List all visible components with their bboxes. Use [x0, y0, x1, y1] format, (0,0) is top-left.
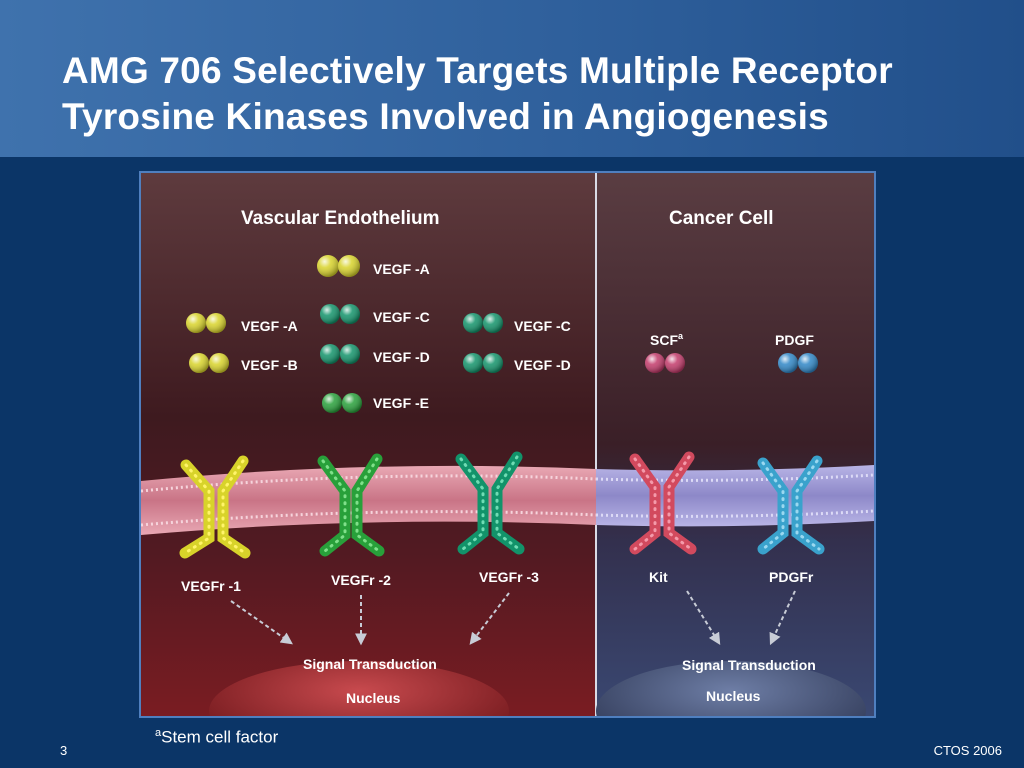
- vegf-c-right-label: VEGF -C: [514, 318, 571, 334]
- vegf-c-right-ligand-icon: [463, 313, 503, 333]
- vegf-d-right-label: VEGF -D: [514, 357, 571, 373]
- slide-title: AMG 706 Selectively Targets Multiple Rec…: [62, 48, 893, 140]
- vegf-d-center-ligand-icon: [320, 344, 360, 364]
- vegfr3-receptor-icon: [455, 451, 525, 555]
- signal-transduction-left-label: Signal Transduction: [303, 656, 437, 672]
- vegfr3-label: VEGFr -3: [479, 569, 539, 585]
- nucleus-left-shape: [209, 661, 509, 716]
- page-number: 3: [60, 743, 68, 758]
- cell-membrane-right: [595, 465, 874, 527]
- vegfr1-label: VEGFr -1: [181, 578, 241, 594]
- vegf-a-top-ligand-icon: [317, 255, 360, 277]
- vegf-b-left-label: VEGF -B: [241, 357, 298, 373]
- angiogenesis-diagram: Vascular Endothelium Cancer Cell VEGF -A…: [139, 171, 876, 718]
- signal-transduction-right-label: Signal Transduction: [682, 657, 816, 673]
- footnote-marker: a: [155, 727, 162, 739]
- slide-title-line2: Tyrosine Kinases Involved in Angiogenesi…: [62, 96, 829, 137]
- scf-ligand-icon: [645, 353, 685, 373]
- pdgf-ligand-icon: [778, 353, 818, 373]
- vegfr1-receptor-icon: [179, 455, 251, 559]
- kit-receptor-icon: [629, 451, 697, 555]
- vegf-a-left-label: VEGF -A: [241, 318, 298, 334]
- vegfr2-label: VEGFr -2: [331, 572, 391, 588]
- pdgfr-receptor-icon: [757, 455, 825, 555]
- footnote: aStem cell factor: [155, 727, 278, 748]
- nucleus-right-shape: [596, 661, 866, 716]
- vegf-a-left-ligand-icon: [186, 313, 226, 333]
- vegfr2-receptor-icon: [317, 453, 385, 557]
- kit-label: Kit: [649, 569, 668, 585]
- scf-footnote-marker: a: [678, 331, 684, 341]
- vegf-d-right-ligand-icon: [463, 353, 503, 373]
- slide-header: AMG 706 Selectively Targets Multiple Rec…: [0, 0, 1024, 157]
- vegf-a-top-label: VEGF -A: [373, 261, 430, 277]
- slide-title-line1: AMG 706 Selectively Targets Multiple Rec…: [62, 50, 893, 91]
- right-panel-background: [596, 173, 874, 716]
- right-panel-title: Cancer Cell: [669, 208, 774, 229]
- nucleus-right-label: Nucleus: [706, 688, 761, 704]
- scf-label-text: SCF: [650, 332, 678, 348]
- left-panel-title: Vascular Endothelium: [241, 208, 440, 229]
- pdgfr-label: PDGFr: [769, 569, 814, 585]
- vegf-e-label: VEGF -E: [373, 395, 429, 411]
- nucleus-left-label: Nucleus: [346, 690, 401, 706]
- footnote-text: Stem cell factor: [161, 727, 279, 747]
- vegf-d-center-label: VEGF -D: [373, 349, 430, 365]
- left-panel-background: [141, 173, 596, 716]
- conference-label: CTOS 2006: [933, 743, 1002, 758]
- pdgf-label: PDGF: [775, 332, 814, 348]
- signal-arrows: [230, 590, 796, 646]
- vegf-c-center-label: VEGF -C: [373, 309, 430, 325]
- diagram-canvas: Vascular Endothelium Cancer Cell VEGF -A…: [141, 173, 874, 716]
- vegf-b-left-ligand-icon: [189, 353, 229, 373]
- scf-label: SCFa: [650, 331, 684, 348]
- vegf-e-ligand-icon: [322, 393, 362, 413]
- vegf-c-center-ligand-icon: [320, 304, 360, 324]
